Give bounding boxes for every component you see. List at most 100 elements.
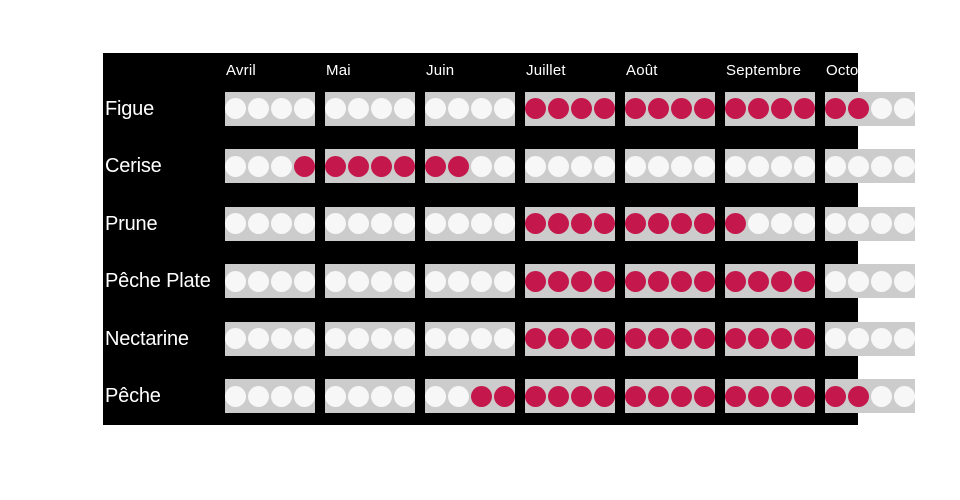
cell-dots [625,91,715,126]
cell-prune-mai[interactable] [320,195,420,253]
cell-peche-juin[interactable] [420,368,520,426]
dot-empty [825,155,846,177]
cell-peche-juillet[interactable] [520,368,620,426]
cell-figue-aout[interactable] [620,80,720,138]
cell-dots [425,321,515,356]
cell-peche-plate-mai[interactable] [320,253,420,311]
cell-peche-plate-juin[interactable] [420,253,520,311]
dot-empty [848,270,869,292]
cell-prune-aout[interactable] [620,195,720,253]
cell-prune-avril[interactable] [220,195,320,253]
cell-dots [625,321,715,356]
dot-filled [771,385,792,407]
dot-filled [594,385,615,407]
cell-cerise-aout[interactable] [620,138,720,196]
cell-nectarine-septembre[interactable] [720,310,820,368]
dot-filled [848,98,869,120]
dot-empty [894,155,915,177]
dot-empty [294,270,315,292]
dot-empty [671,155,692,177]
dot-empty [494,328,515,350]
cell-cerise-juin[interactable] [420,138,520,196]
cell-nectarine-aout[interactable] [620,310,720,368]
cell-peche-plate-septembre[interactable] [720,253,820,311]
dot-filled [694,270,715,292]
dot-filled [571,270,592,292]
cell-peche-septembre[interactable] [720,368,820,426]
dot-filled [671,328,692,350]
cell-cerise-avril[interactable] [220,138,320,196]
cell-dots [325,91,415,126]
cell-peche-plate-octobre[interactable] [820,253,920,311]
cell-nectarine-juin[interactable] [420,310,520,368]
dot-filled [694,98,715,120]
dot-filled [325,155,346,177]
cell-prune-septembre[interactable] [720,195,820,253]
dot-empty [894,385,915,407]
cell-dots [825,91,915,126]
column-header-avril: Avril [226,62,256,79]
cell-peche-avril[interactable] [220,368,320,426]
grid-corner [103,53,220,80]
cell-dots [725,91,815,126]
cell-nectarine-avril[interactable] [220,310,320,368]
cell-nectarine-octobre[interactable] [820,310,920,368]
dot-empty [348,270,369,292]
dot-empty [348,98,369,120]
cell-cerise-juillet[interactable] [520,138,620,196]
dot-empty [248,270,269,292]
cell-cerise-mai[interactable] [320,138,420,196]
cell-figue-mai[interactable] [320,80,420,138]
cell-peche-mai[interactable] [320,368,420,426]
dot-filled [594,98,615,120]
dot-empty [425,98,446,120]
cell-figue-septembre[interactable] [720,80,820,138]
cell-cerise-septembre[interactable] [720,138,820,196]
dot-filled [748,98,769,120]
dot-empty [371,385,392,407]
cell-prune-juillet[interactable] [520,195,620,253]
cell-nectarine-juillet[interactable] [520,310,620,368]
cell-prune-octobre[interactable] [820,195,920,253]
cell-figue-juillet[interactable] [520,80,620,138]
row-header-figue: Figue [105,97,155,120]
dot-filled [625,385,646,407]
dot-empty [894,328,915,350]
cell-dots [625,149,715,184]
dot-filled [494,385,515,407]
cell-prune-juin[interactable] [420,195,520,253]
dot-empty [825,270,846,292]
dot-filled [725,98,746,120]
cell-nectarine-mai[interactable] [320,310,420,368]
dot-filled [448,155,469,177]
cell-dots [225,149,315,184]
cell-dots [225,379,315,414]
cell-figue-octobre[interactable] [820,80,920,138]
dot-empty [494,270,515,292]
dot-filled [725,385,746,407]
cell-peche-aout[interactable] [620,368,720,426]
dot-filled [525,328,546,350]
dot-empty [248,328,269,350]
dot-empty [494,213,515,235]
row-header-peche-plate: Pêche Plate [105,270,211,293]
cell-figue-juin[interactable] [420,80,520,138]
dot-empty [325,385,346,407]
cell-peche-plate-juillet[interactable] [520,253,620,311]
cell-cerise-octobre[interactable] [820,138,920,196]
cell-dots [525,321,615,356]
dot-empty [271,213,292,235]
dot-empty [594,155,615,177]
cell-peche-octobre[interactable] [820,368,920,426]
cell-peche-plate-avril[interactable] [220,253,320,311]
dot-empty [271,328,292,350]
dot-filled [671,385,692,407]
dot-filled [571,213,592,235]
dot-empty [448,385,469,407]
dot-empty [694,155,715,177]
dot-filled [594,328,615,350]
cell-figue-avril[interactable] [220,80,320,138]
dot-filled [425,155,446,177]
cell-peche-plate-aout[interactable] [620,253,720,311]
dot-empty [348,328,369,350]
